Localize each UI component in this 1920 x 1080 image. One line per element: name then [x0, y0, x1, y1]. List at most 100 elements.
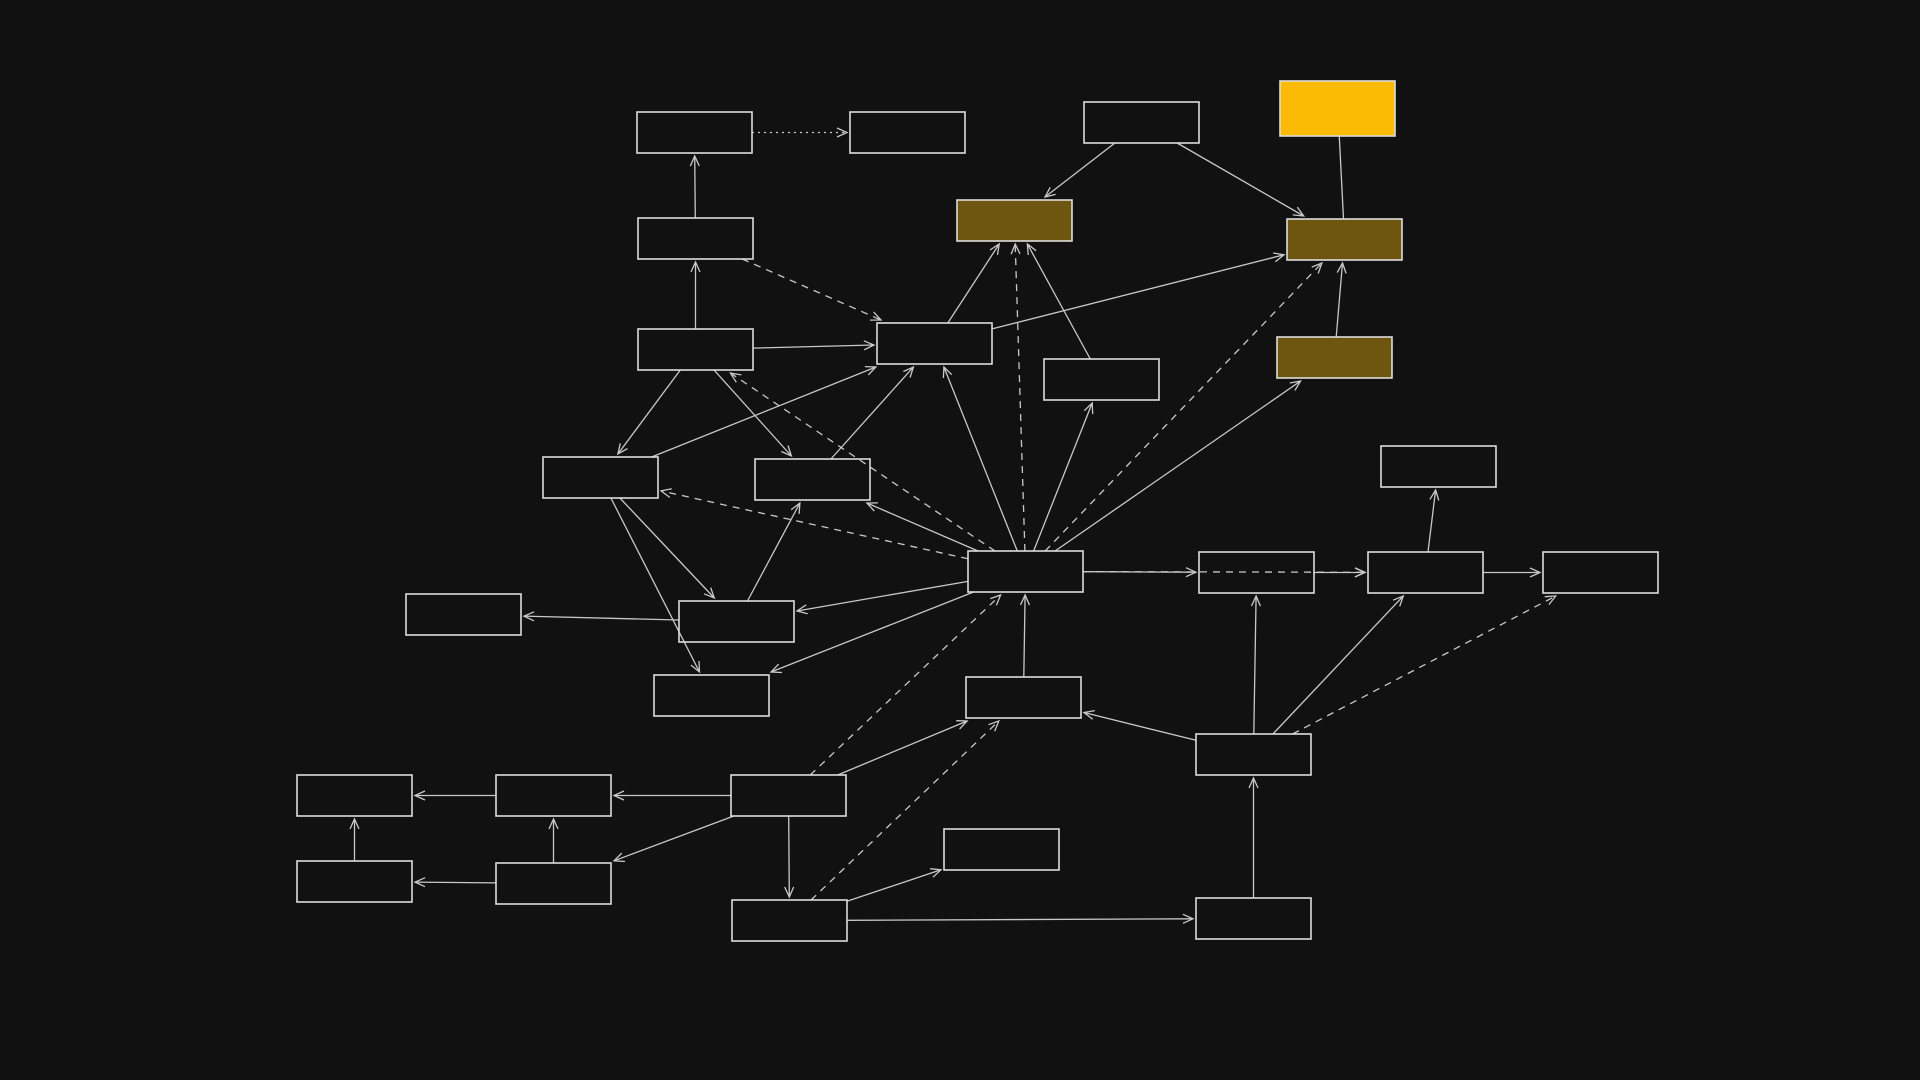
edge-n17-n13 — [746, 502, 801, 602]
edge-n30-n31 — [846, 918, 1194, 921]
edge-n20-n14 — [1427, 489, 1437, 553]
edge-n11-n7 — [1335, 262, 1344, 338]
edge-n30-n27 — [846, 869, 942, 902]
node-n10[interactable] — [1043, 358, 1160, 401]
arrow-head-n5-n1 — [689, 154, 700, 167]
edge-n23-n22 — [1083, 711, 1197, 741]
edge-n12-n18 — [610, 497, 701, 673]
arrow-head-n26-n29 — [612, 852, 626, 863]
arrow-head-n10-n6 — [1026, 242, 1037, 256]
arrow-head-n8-n9 — [863, 340, 876, 351]
edge-n15-n8 — [730, 372, 996, 552]
edge-n26-n30 — [788, 815, 790, 898]
edge-n15-n7 — [1044, 262, 1323, 552]
node-n30[interactable] — [731, 899, 848, 942]
edge-n15-n6 — [1014, 243, 1026, 552]
arrow-head-n20-n21 — [1529, 567, 1542, 578]
node-n7[interactable] — [1286, 218, 1403, 261]
arrow-head-n17-n13 — [790, 501, 801, 515]
arrow-head-n30-n22 — [988, 719, 1000, 732]
node-n6[interactable] — [956, 199, 1073, 242]
edge-n23-n20 — [1272, 595, 1404, 735]
node-n31[interactable] — [1195, 897, 1312, 940]
node-n23[interactable] — [1195, 733, 1312, 776]
edge-n8-n13 — [713, 369, 792, 457]
node-n5[interactable] — [637, 217, 754, 260]
node-n11[interactable] — [1276, 336, 1393, 379]
arrow-head-n29-n25 — [548, 817, 559, 830]
node-n2[interactable] — [849, 111, 966, 154]
arrow-head-n20-n14 — [1429, 488, 1440, 501]
edge-n15-n18 — [770, 591, 974, 673]
node-n25[interactable] — [495, 774, 612, 817]
node-n26[interactable] — [730, 774, 847, 817]
node-n22[interactable] — [965, 676, 1082, 719]
arrow-head-n25-n24 — [413, 790, 426, 801]
node-n21[interactable] — [1542, 551, 1659, 594]
arrow-head-n23-n20 — [1392, 594, 1405, 607]
edge-n23-n19 — [1253, 595, 1257, 735]
arrow-head-n15-n13 — [865, 502, 878, 512]
arrow-head-n12-n17 — [703, 587, 716, 600]
edge-n23-n21 — [1292, 595, 1557, 735]
arrow-head-n17-n16 — [522, 611, 535, 622]
edge-n26-n22 — [837, 720, 968, 776]
edge-n12-n9 — [651, 366, 877, 458]
arrow-head-n15-n18 — [769, 663, 783, 674]
arrow-head-n15-n11 — [1289, 380, 1302, 391]
edge-n26-n29 — [613, 815, 735, 862]
arrow-head-n23-n21 — [1544, 595, 1558, 606]
arrow-head-n12-n18 — [690, 660, 701, 674]
node-n27[interactable] — [943, 828, 1060, 871]
node-n18[interactable] — [653, 674, 770, 717]
arrow-head-n3-n6 — [1043, 186, 1056, 198]
node-n28[interactable] — [296, 860, 413, 903]
arrow-head-n11-n7 — [1336, 261, 1347, 274]
arrow-head-n15-n19 — [1185, 567, 1198, 578]
arrow-head-n15-n10 — [1083, 401, 1094, 415]
edge-n17-n16 — [523, 615, 680, 621]
node-n20[interactable] — [1367, 551, 1484, 594]
arrow-head-n8-n5 — [690, 260, 701, 273]
node-n3[interactable] — [1083, 101, 1200, 144]
edge-n12-n17 — [619, 497, 715, 599]
edge-n22-n15 — [1023, 594, 1026, 678]
arrow-head-n5-n9 — [869, 311, 883, 321]
arrow-head-n26-n30 — [784, 886, 795, 899]
node-n1[interactable] — [636, 111, 753, 154]
node-n8[interactable] — [637, 328, 754, 371]
edge-n15-n13 — [866, 502, 979, 552]
arrow-head-n28-n24 — [349, 817, 360, 830]
edge-n15-n12 — [660, 490, 969, 560]
nodes-layer — [296, 80, 1659, 942]
node-n14[interactable] — [1380, 445, 1497, 488]
edge-n3-n6 — [1044, 142, 1116, 198]
edge-n15-n9 — [943, 366, 1018, 552]
edge-n8-n9 — [752, 344, 875, 349]
node-n12[interactable] — [542, 456, 659, 499]
arrow-head-n9-n6 — [989, 242, 1001, 256]
edge-n26-n15 — [809, 594, 1002, 776]
arrow-head-n15-n7 — [1311, 261, 1323, 274]
node-n9[interactable] — [876, 322, 993, 365]
edge-n9-n7 — [991, 254, 1285, 330]
node-n29[interactable] — [495, 862, 612, 905]
arrow-head-n15-n8 — [729, 372, 742, 383]
edge-n29-n28 — [414, 881, 497, 884]
arrow-head-n3-n7 — [1292, 206, 1306, 217]
node-n19[interactable] — [1198, 551, 1315, 594]
node-n15[interactable] — [967, 550, 1084, 593]
arrow-head-n15-n12 — [659, 488, 672, 498]
node-n24[interactable] — [296, 774, 413, 817]
node-n13[interactable] — [754, 458, 871, 501]
arrow-head-n31-n23 — [1248, 776, 1259, 789]
edge-n8-n12 — [617, 369, 681, 455]
edge-n5-n1 — [694, 155, 696, 219]
node-n4[interactable] — [1279, 80, 1396, 137]
node-n16[interactable] — [405, 593, 522, 636]
arrow-head-n15-n9 — [942, 365, 953, 379]
edge-n3-n7 — [1176, 142, 1305, 217]
arrow-head-n19-n20 — [1354, 567, 1367, 578]
node-n17[interactable] — [678, 600, 795, 643]
